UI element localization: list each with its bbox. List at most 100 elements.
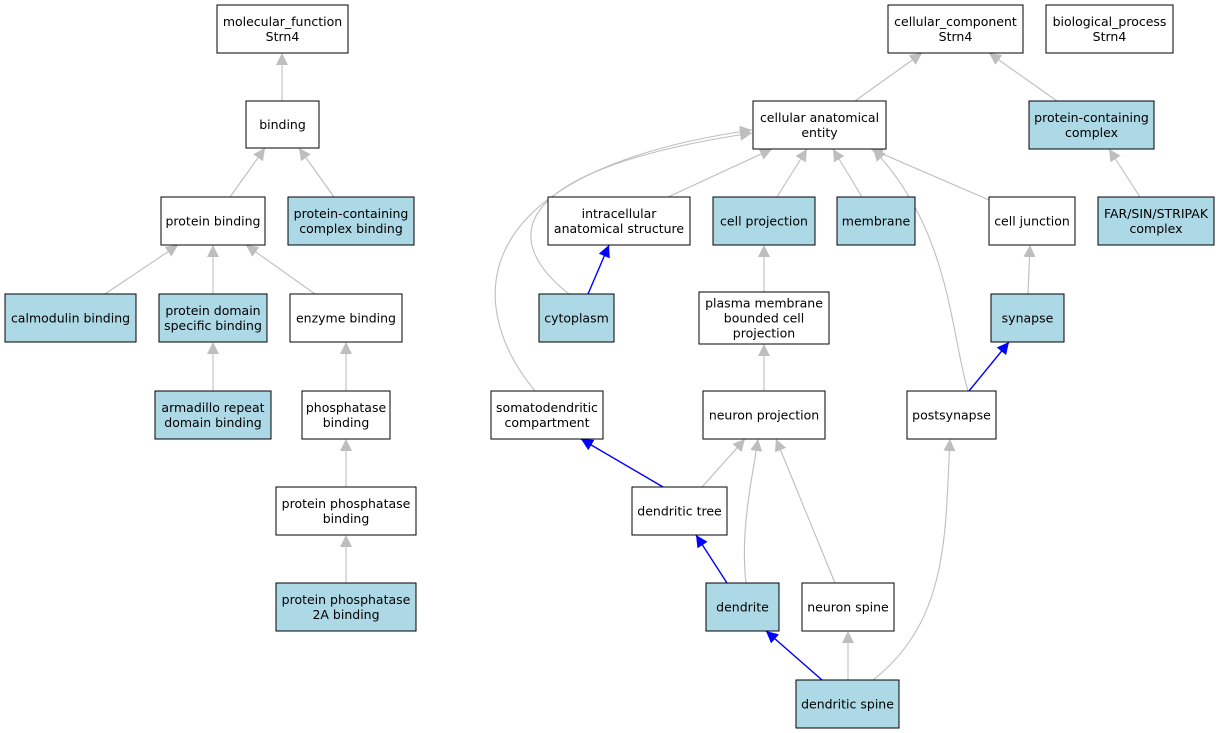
node-box-cellular-anatomical-entity — [752, 100, 887, 150]
node-label-armadillo-repeat-domain-binding: domain binding — [164, 415, 261, 430]
node-box-armadillo-repeat-domain-binding — [154, 390, 272, 440]
node-binding[interactable]: binding — [245, 100, 320, 149]
node-label-biological-process: biological_process — [1053, 14, 1167, 29]
node-box-neuron-projection — [702, 390, 826, 440]
edge-dendritic-tree-to-somatodendritic-compartment — [580, 438, 664, 488]
edge-dendrite-to-dendritic-tree — [695, 534, 728, 584]
edge-enzyme-binding-to-protein-binding — [245, 244, 316, 295]
node-cytoplasm[interactable]: cytoplasm — [538, 293, 615, 343]
node-label-far-sin-stripak-complex: complex — [1130, 221, 1183, 236]
node-box-protein-containing-complex-binding — [287, 196, 415, 246]
node-synapse[interactable]: synapse — [990, 293, 1065, 343]
node-label-calmodulin-binding: calmodulin binding — [11, 311, 130, 326]
edge-dendritic-spine-to-dendrite — [765, 630, 823, 681]
node-label-dendritic-tree: dendritic tree — [637, 504, 722, 519]
node-protein-binding[interactable]: protein binding — [160, 196, 266, 246]
node-membrane[interactable]: membrane — [836, 196, 916, 246]
node-box-cell-junction — [988, 196, 1076, 246]
node-box-protein-domain-specific-binding — [158, 293, 268, 343]
edge-somatodendritic-compartment-to-cellular-anatomical-entity — [494, 125, 753, 392]
node-box-somatodendritic-compartment — [490, 390, 604, 440]
node-dendritic-spine[interactable]: dendritic spine — [795, 679, 900, 729]
node-box-biological-process — [1045, 4, 1174, 54]
node-label-intracellular-anatomical-structure: anatomical structure — [554, 221, 684, 236]
node-label-cell-projection: cell projection — [720, 214, 808, 229]
node-label-protein-domain-specific-binding: protein domain — [165, 303, 260, 318]
node-box-cell-projection — [712, 196, 816, 246]
node-dendritic-tree[interactable]: dendritic tree — [631, 486, 728, 536]
edge-synapse-to-cell-junction — [1023, 244, 1036, 295]
edge-protein-containing-complex-to-cellular-component — [988, 52, 1058, 102]
node-label-somatodendritic-compartment: somatodendritic — [496, 400, 598, 415]
edge-far-sin-stripak-complex-to-protein-containing-complex — [1108, 148, 1141, 198]
node-label-membrane: membrane — [842, 214, 911, 229]
node-label-cellular-component: cellular_component — [894, 14, 1017, 29]
edge-membrane-to-cellular-anatomical-entity — [832, 148, 863, 198]
node-label-intracellular-anatomical-structure: intracellular — [582, 206, 658, 221]
node-box-phosphatase-binding — [301, 390, 391, 440]
node-label-cellular-anatomical-entity: entity — [801, 125, 838, 140]
node-label-protein-binding: protein binding — [165, 214, 260, 229]
edge-cell-junction-to-cellular-anatomical-entity — [870, 148, 990, 201]
node-neuron-projection[interactable]: neuron projection — [702, 390, 826, 440]
edge-postsynapse-to-synapse — [968, 341, 1010, 392]
node-label-protein-domain-specific-binding: specific binding — [164, 318, 262, 333]
node-label-protein-containing-complex-binding: protein-containing — [294, 206, 409, 221]
node-postsynapse[interactable]: postsynapse — [906, 390, 997, 440]
node-box-neuron-spine — [801, 582, 895, 632]
node-label-postsynapse: postsynapse — [912, 408, 991, 423]
node-box-synapse — [990, 293, 1065, 343]
node-label-plasma-membrane-bounded-cell-projection: projection — [733, 326, 795, 341]
node-box-membrane — [836, 196, 916, 246]
node-label-plasma-membrane-bounded-cell-projection: plasma membrane — [705, 296, 823, 311]
node-neuron-spine[interactable]: neuron spine — [801, 582, 895, 632]
edge-postsynapse-to-cellular-anatomical-entity — [872, 148, 969, 392]
node-box-cytoplasm — [538, 293, 615, 343]
edge-cytoplasm-to-intracellular-anatomical-structure — [587, 244, 610, 295]
node-box-cellular-component — [887, 4, 1024, 54]
node-box-protein-phosphatase-binding — [275, 486, 417, 536]
node-label-phosphatase-binding: phosphatase — [306, 400, 387, 415]
node-label-synapse: synapse — [1002, 311, 1054, 326]
edge-calmodulin-binding-to-protein-binding — [104, 244, 179, 295]
node-label-armadillo-repeat-domain-binding: armadillo repeat — [161, 400, 264, 415]
node-box-calmodulin-binding — [4, 293, 137, 343]
node-label-protein-containing-complex: complex — [1065, 125, 1118, 140]
node-label-protein-phosphatase-binding: protein phosphatase — [282, 496, 411, 511]
edge-protein-containing-complex-binding-to-binding — [298, 147, 335, 198]
node-label-neuron-projection: neuron projection — [709, 408, 819, 423]
node-label-enzyme-binding: enzyme binding — [296, 311, 396, 326]
node-dendrite[interactable]: dendrite — [705, 582, 780, 632]
edge-dendritic-tree-to-neuron-projection — [701, 438, 746, 488]
node-box-dendritic-tree — [631, 486, 728, 536]
node-cell-junction[interactable]: cell junction — [988, 196, 1076, 246]
node-enzyme-binding[interactable]: enzyme binding — [289, 293, 403, 343]
node-label-plasma-membrane-bounded-cell-projection: bounded cell — [724, 311, 804, 326]
node-label-phosphatase-binding: binding — [323, 415, 370, 430]
edge-dendrite-to-neuron-projection — [743, 438, 763, 584]
node-calmodulin-binding[interactable]: calmodulin binding — [4, 293, 137, 343]
node-label-far-sin-stripak-complex: FAR/SIN/STRIPAK — [1104, 206, 1209, 221]
edge-cytoplasm-to-cellular-anatomical-entity — [530, 128, 753, 295]
node-label-neuron-spine: neuron spine — [807, 600, 889, 615]
node-cell-projection[interactable]: cell projection — [712, 196, 816, 246]
node-box-dendritic-spine — [795, 679, 900, 729]
edge-intracellular-anatomical-structure-to-cellular-anatomical-entity — [667, 148, 773, 198]
edge-layer — [104, 52, 1141, 681]
